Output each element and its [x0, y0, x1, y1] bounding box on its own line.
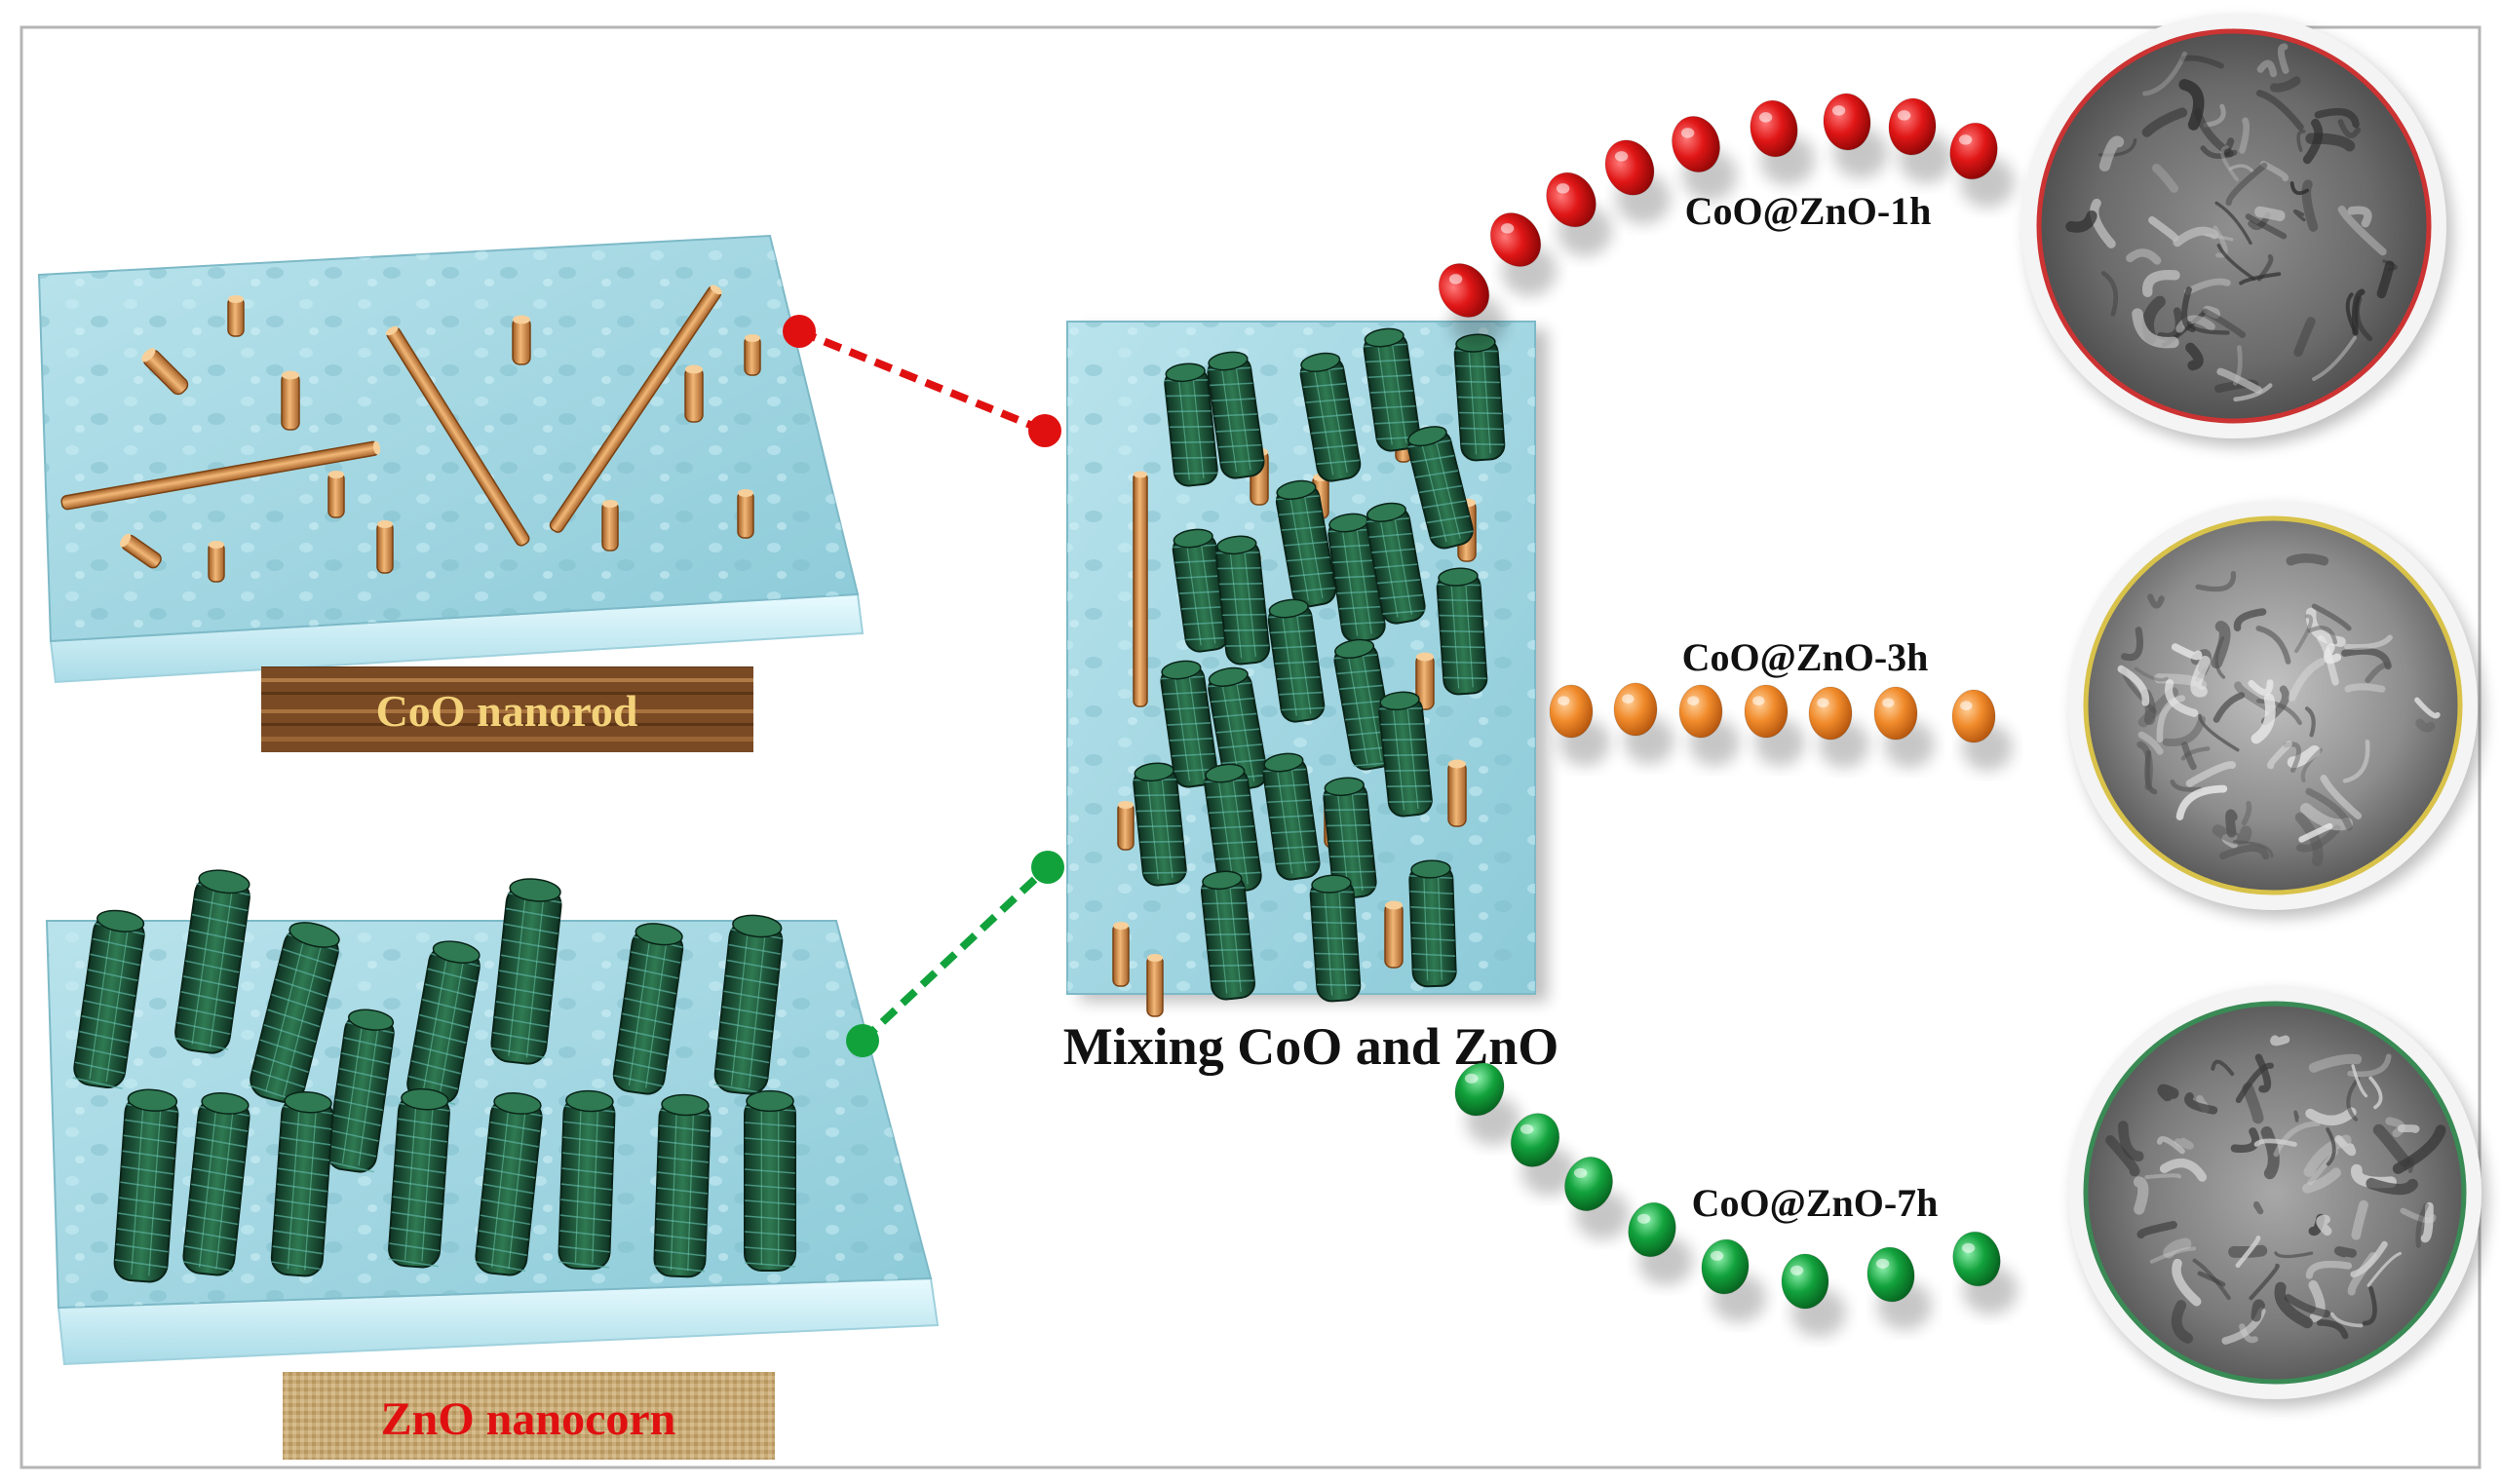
- zno-corn: [173, 869, 250, 1054]
- zno-nanocorns: [72, 869, 796, 1283]
- coo-rod: [1384, 900, 1404, 969]
- zno-nanocorn-label: ZnO nanocorn: [381, 1393, 676, 1445]
- coo-connector: [783, 315, 1061, 447]
- coo-rod: [60, 440, 381, 511]
- zno-corn: [405, 940, 481, 1106]
- zno-corn: [72, 909, 145, 1090]
- zno-corn: [744, 1089, 796, 1272]
- coo-rod: [1447, 759, 1467, 827]
- coo-rod: [141, 348, 189, 396]
- zno-corn: [1200, 870, 1256, 1001]
- zno-corn: [1262, 752, 1321, 881]
- zno-corn: [182, 1092, 250, 1276]
- bead: [1873, 686, 1918, 741]
- bead-chain-1h: [1438, 93, 2015, 348]
- zno-corn: [1309, 874, 1362, 1003]
- zno-corn: [1172, 528, 1230, 653]
- zno-corn: [388, 1087, 450, 1269]
- zno-corn: [1407, 426, 1474, 550]
- coo-rod: [601, 500, 619, 552]
- zno-corn: [612, 923, 684, 1095]
- coo-nanorods: [60, 285, 761, 583]
- coo-rod: [281, 370, 300, 431]
- coo-rod: [1146, 954, 1164, 1017]
- coo-rod: [737, 489, 754, 539]
- zno-corn: [1363, 327, 1421, 452]
- zno-corn: [1275, 479, 1337, 608]
- coo-rod: [549, 285, 722, 533]
- zno-corn: [248, 922, 340, 1104]
- zno-corn: [1160, 660, 1218, 788]
- sample-7h-label: CoO@ZnO-7h: [1692, 1181, 1939, 1225]
- zno-corn: [1366, 502, 1426, 625]
- zno-corn: [1378, 691, 1433, 818]
- zno-corn: [713, 914, 784, 1095]
- zno-corn: [558, 1089, 616, 1271]
- zno-corn: [113, 1088, 179, 1283]
- zno-corn: [1267, 598, 1326, 723]
- sample-1h-label: CoO@ZnO-1h: [1685, 189, 1932, 233]
- zno-corn: [326, 1008, 395, 1173]
- coo-rod: [512, 315, 531, 365]
- zno-corn: [653, 1093, 712, 1278]
- bead: [1951, 689, 1996, 743]
- coo-rod: [684, 364, 704, 423]
- coo-nanorod-label: CoO nanorod: [376, 686, 638, 736]
- sem-image-1h: [2021, 14, 2452, 446]
- coo-rod: [327, 471, 345, 518]
- zno-corn: [1333, 638, 1397, 771]
- coo-rod: [119, 533, 162, 569]
- zno-corn: [1453, 333, 1506, 462]
- zno-nanocorn-label-box: ZnO nanocorn: [283, 1372, 775, 1460]
- zno-corn: [1436, 567, 1488, 696]
- bead: [1781, 1253, 1829, 1310]
- mixed-nanostructures: [1112, 327, 1506, 1017]
- zno-connector: [846, 851, 1064, 1057]
- coo-rod: [385, 325, 530, 547]
- zno-corn: [1207, 351, 1265, 479]
- zno-corn: [490, 878, 562, 1065]
- sample-3h-label: CoO@ZnO-3h: [1682, 635, 1929, 679]
- coo-rod: [227, 295, 245, 337]
- zno-corn: [1323, 777, 1377, 899]
- sem-image-7h: [2068, 986, 2487, 1407]
- zno-corn: [1133, 762, 1187, 887]
- coo-rod: [1133, 471, 1148, 707]
- zno-corn: [270, 1090, 334, 1277]
- coo-rod: [744, 334, 761, 376]
- bead: [1744, 684, 1789, 739]
- bead: [1613, 682, 1658, 737]
- zno-corn: [1214, 535, 1271, 666]
- coo-rod: [1112, 922, 1130, 987]
- sem-image-3h: [2068, 501, 2483, 918]
- bead-chain-7h: [1454, 1062, 2018, 1338]
- zno-corn: [1164, 362, 1218, 487]
- bead: [1549, 684, 1594, 739]
- coo-rod: [1117, 801, 1135, 851]
- coo-substrate: [37, 234, 865, 684]
- zno-corn: [1299, 352, 1362, 482]
- coo-rod: [376, 520, 394, 574]
- coo-nanorod-label-box: CoO nanorod: [261, 666, 753, 752]
- coo-rod: [1415, 652, 1435, 710]
- bead-chain-3h: [1549, 682, 2013, 772]
- bead: [1678, 684, 1723, 739]
- zno-corn: [1408, 859, 1457, 988]
- coo-rod: [208, 541, 225, 583]
- bead: [1808, 686, 1853, 741]
- zno-corn: [475, 1092, 543, 1276]
